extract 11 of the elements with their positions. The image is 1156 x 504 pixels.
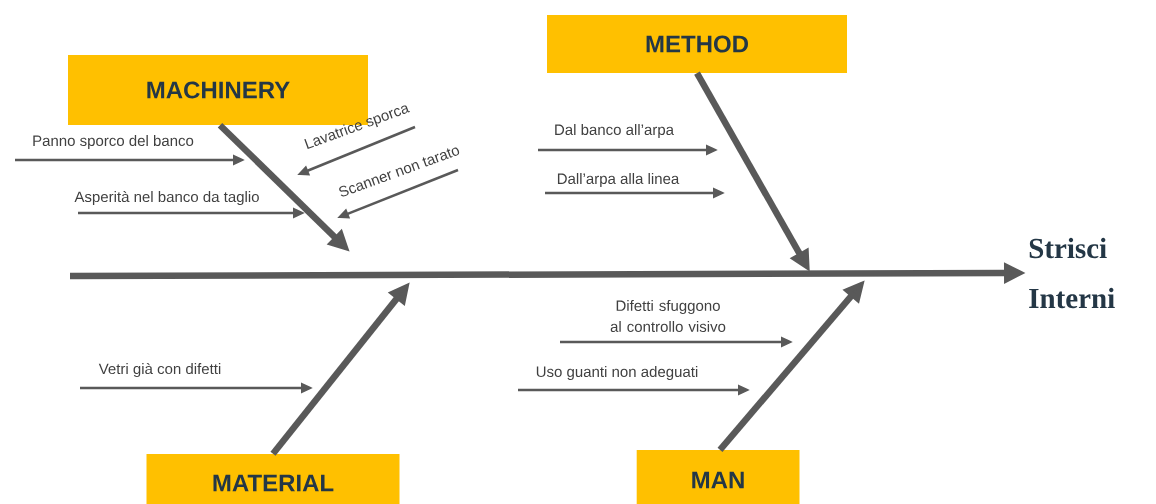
cause-label: Dal banco all’arpa <box>555 124 674 138</box>
cause-label: Asperità nel banco da taglio <box>74 190 259 206</box>
cause-label: Panno sporco del banco <box>33 135 194 149</box>
effect-label: Strisci Interni <box>1029 237 1115 309</box>
cause-label: Vetri già con difetti <box>98 362 221 378</box>
cause-label: Dall’arpa alla linea <box>557 173 680 187</box>
category-box: METHOD <box>547 15 847 73</box>
category-box: MAN <box>636 450 800 504</box>
cause-label: Difetti sfuggono al controllo visivo <box>610 300 726 332</box>
cause-label: Uso guanti non adeguati <box>536 366 698 380</box>
category-box: MATERIAL <box>146 454 400 504</box>
